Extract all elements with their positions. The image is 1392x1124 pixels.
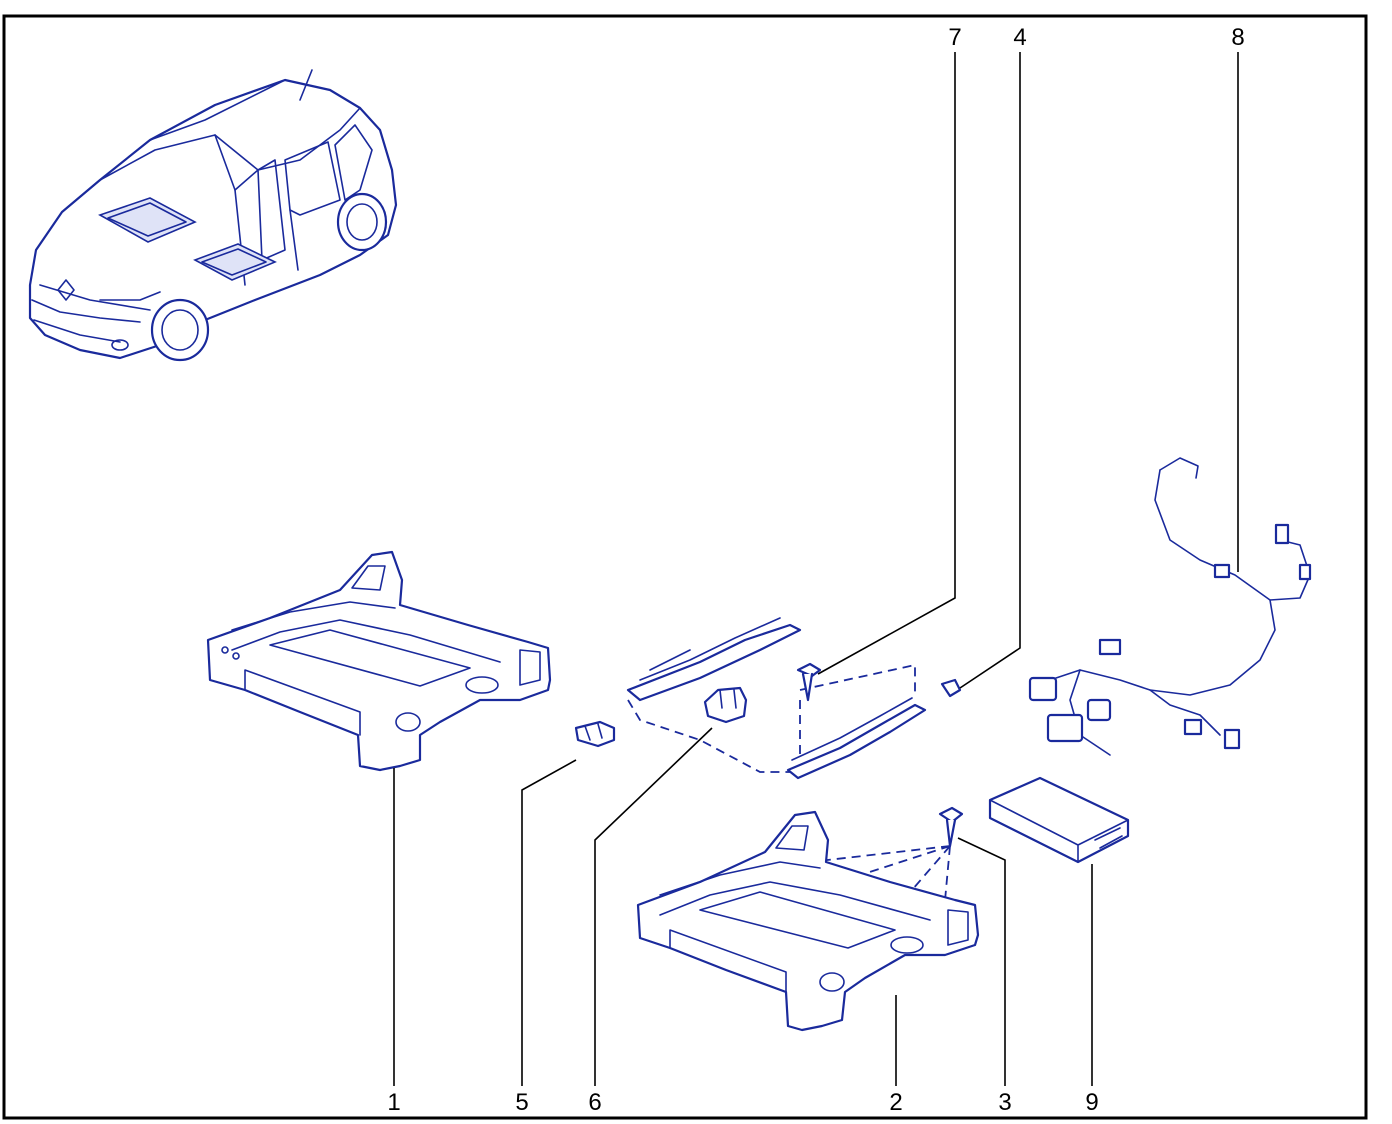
leader-7 xyxy=(817,52,956,675)
part-3-bolt xyxy=(674,806,964,986)
callout-1: 1 xyxy=(387,1089,400,1116)
part-8-wiring-harness xyxy=(1028,457,1312,756)
callout-4: 4 xyxy=(1013,24,1026,51)
callout-7: 7 xyxy=(948,24,961,51)
part-4-bracket xyxy=(940,678,962,698)
leader-4 xyxy=(959,52,1021,689)
part-5-clip xyxy=(574,720,616,748)
callout-8: 8 xyxy=(1231,24,1244,51)
part-1-seat-base-frame xyxy=(206,550,552,772)
callout-5: 5 xyxy=(515,1089,528,1116)
diagram-frame xyxy=(2,14,1368,1120)
part-2-seat-base-frame xyxy=(636,810,980,1032)
seat-rails xyxy=(626,617,927,780)
part-9-control-module xyxy=(988,776,1130,864)
callout-6: 6 xyxy=(588,1089,601,1116)
callout-2: 2 xyxy=(889,1089,902,1116)
part-6-actuator xyxy=(703,686,748,724)
leader-5 xyxy=(521,759,577,1086)
vehicle-locator xyxy=(28,69,398,362)
leader-lines xyxy=(393,52,1239,1086)
leader-6 xyxy=(594,727,713,1086)
leader-3 xyxy=(957,837,1006,1086)
callout-labels: 1 2 3 4 5 6 7 8 9 xyxy=(387,24,1244,1116)
callout-3: 3 xyxy=(998,1089,1011,1116)
part-7-pin xyxy=(796,662,822,702)
callout-9: 9 xyxy=(1085,1089,1098,1116)
